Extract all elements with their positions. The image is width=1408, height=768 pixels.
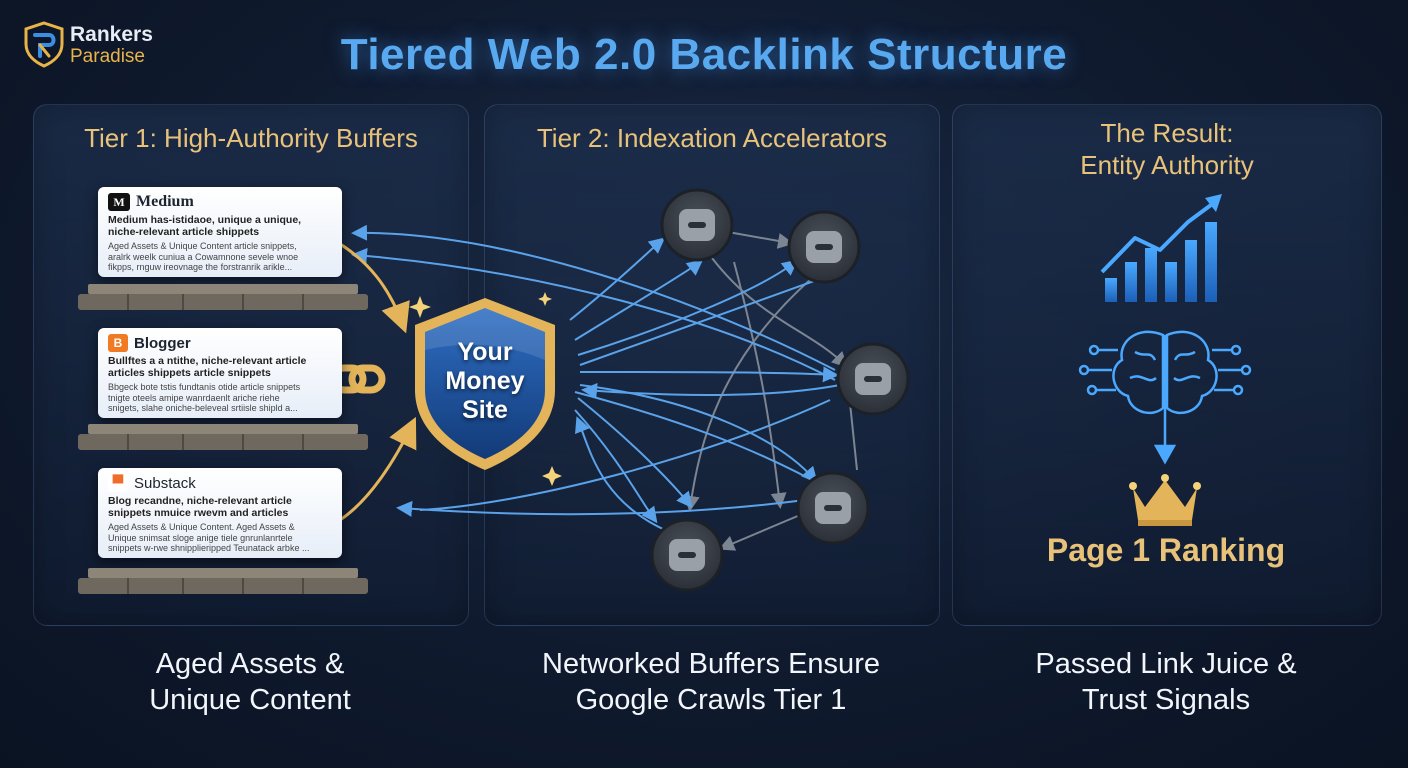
result-title-line2: Entity Authority bbox=[1080, 150, 1254, 180]
result-caption-line2: Trust Signals bbox=[1081, 684, 1251, 716]
card-line: aralrk weelk cuniua a Cowamnone sevele w… bbox=[108, 251, 299, 262]
page-title: Tiered Web 2.0 Backlink Structure bbox=[340, 30, 1068, 79]
brain-circuit-icon bbox=[1078, 330, 1252, 465]
tier2-caption-line1: Networked Buffers Ensure bbox=[542, 648, 880, 680]
card-line: articles shippets article snippets bbox=[108, 367, 271, 379]
card-line: Aged Assets & Unique Content article sni… bbox=[108, 241, 297, 251]
tier2-caption-line2: Google Crawls Tier 1 bbox=[575, 684, 847, 716]
card-title: Medium bbox=[136, 193, 194, 210]
money-site-line1: Your bbox=[457, 338, 513, 366]
node-links bbox=[683, 231, 858, 551]
blogger-node-icon bbox=[660, 188, 734, 262]
tier1-card-blogger: B Blogger Bullftes a a ntithe, niche-rel… bbox=[98, 328, 342, 418]
card-line: Medium has-istidaoe, unique a unique, bbox=[108, 214, 302, 226]
tier1-title: Tier 1: High-Authority Buffers bbox=[84, 123, 418, 153]
stone-pedestal bbox=[78, 284, 368, 310]
tier1-card-substack: ▀ Substack Blog recandne, niche-relevant… bbox=[98, 468, 342, 558]
money-site-label: Your Money Site bbox=[423, 338, 547, 425]
link-arrows bbox=[351, 224, 846, 531]
tier1-card-medium: M Medium Medium has-istidaoe, unique a u… bbox=[98, 187, 342, 277]
page-1-ranking-label: Page 1 Ranking bbox=[1046, 532, 1286, 568]
result-title: The Result: Entity Authority bbox=[953, 117, 1381, 181]
card-title: Substack bbox=[134, 474, 196, 492]
tier1-caption: Aged Assets & Unique Content bbox=[33, 646, 467, 718]
card-title: Blogger bbox=[134, 334, 191, 352]
tier1-caption-line1: Aged Assets & bbox=[155, 648, 345, 680]
tier2-title: Tier 2: Indexation Accelerators bbox=[536, 123, 888, 153]
card-line: snippets w-rwe shnipplieripped Teunatack… bbox=[108, 543, 310, 553]
brand-name-line1: Rankers bbox=[70, 23, 153, 46]
result-caption: Passed Link Juice & Trust Signals bbox=[952, 646, 1380, 718]
result-caption-line1: Passed Link Juice & bbox=[1035, 648, 1297, 680]
tier1-caption-line2: Unique Content bbox=[149, 684, 351, 716]
crown-icon bbox=[1129, 474, 1201, 526]
tier1-arrows bbox=[329, 236, 417, 522]
card-line: fikpps, rnguw ireovnage the forstranrik … bbox=[108, 262, 293, 272]
money-site-line3: Site bbox=[462, 396, 508, 424]
brand-logo: Rankers Paradise bbox=[22, 20, 172, 70]
card-line: snigets, slahe oniche-beleveal srtiisle … bbox=[108, 403, 298, 413]
card-line: Blog recandne, niche-relevant article bbox=[108, 495, 292, 507]
money-site-shield-icon bbox=[415, 298, 555, 470]
card-line: Bullftes a a ntithe, niche-relevant arti… bbox=[108, 355, 307, 367]
medium-icon: M bbox=[108, 193, 130, 211]
substack-icon: ▀ bbox=[108, 474, 128, 492]
tier2-caption: Networked Buffers Ensure Google Crawls T… bbox=[484, 646, 938, 718]
card-line: niche-relevant article shippets bbox=[108, 226, 260, 238]
money-site-line2: Money bbox=[445, 367, 525, 395]
sparkle-icons bbox=[409, 292, 562, 486]
blogger-icon: B bbox=[108, 334, 128, 352]
card-line: Bbgeck bote tstis fundtanis otide articl… bbox=[108, 382, 301, 392]
stone-pedestal bbox=[78, 568, 368, 594]
blogger-node-icon bbox=[787, 210, 861, 284]
brand-name-line2: Paradise bbox=[70, 46, 145, 67]
result-title-line1: The Result: bbox=[1100, 118, 1234, 148]
growth-chart-icon bbox=[1100, 194, 1222, 302]
tier2-nodes bbox=[650, 188, 910, 592]
card-line: tnigte oteels amipe wanrdaenlt ariche ri… bbox=[108, 392, 280, 403]
card-line: Aged Assets & Unique Content. Aged Asset… bbox=[108, 522, 295, 532]
stone-pedestal bbox=[78, 424, 368, 450]
card-line: Unique snimsat sloge anige tiele gnrunla… bbox=[108, 532, 293, 543]
blogger-node-icon bbox=[796, 471, 870, 545]
blogger-node-icon bbox=[836, 342, 910, 416]
card-line: snippets nmuice rwevm and articles bbox=[108, 507, 289, 519]
shield-logo-icon bbox=[24, 21, 64, 68]
blogger-node-icon bbox=[650, 518, 724, 592]
